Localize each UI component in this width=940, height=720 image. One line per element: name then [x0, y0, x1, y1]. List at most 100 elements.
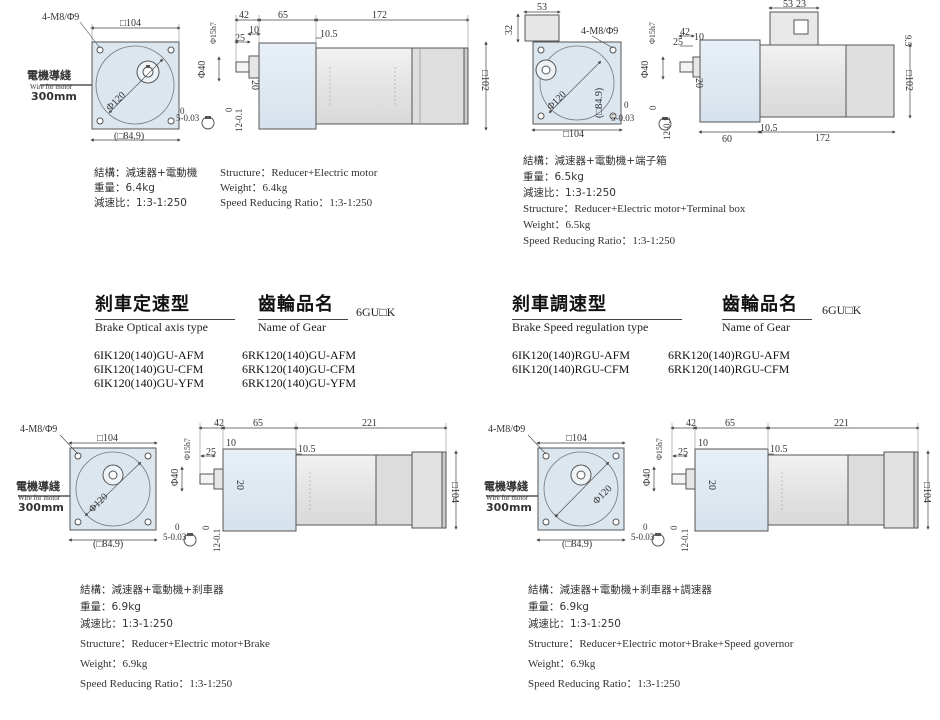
bottom-right-d10-5: 10.5: [770, 444, 788, 455]
model-rk: 6RK120(140)RGU-CFM: [668, 362, 790, 376]
top-left-wire-cn: 電機導綫: [27, 68, 71, 82]
bottom-left-d221: 221: [362, 418, 377, 429]
top-right-sq84: (□84.9): [594, 88, 605, 118]
bottom-left-key12-0: 0: [201, 525, 211, 530]
bottom-left-sq104b: □104: [449, 482, 460, 503]
bottom-right-side-view: 42 65 221 25 10 10.5 Φ15h7 Φ40 20 □104 0…: [631, 418, 932, 552]
top-left-d15h7: Φ15h7: [209, 22, 218, 44]
spec-structure-en: Structure：Reducer+Electric motor: [220, 167, 378, 179]
header-left-gear: 齒輪品名 Name of Gear: [258, 290, 348, 335]
top-left-d20: 20: [249, 80, 260, 90]
top-right-d9-5: 9.5: [903, 35, 913, 47]
spec-structure-cn: 結構：減速器+電動機: [94, 167, 198, 179]
bottom-left-bolt: 4-M8/Φ9: [20, 424, 57, 435]
bottom-right-d15h7: Φ15h7: [655, 438, 664, 460]
bottom-right-front-view: □104 4-M8/Φ9 (□84.9) Φ120 電機導綫 Wire for …: [484, 424, 626, 550]
top-left-sq104-label: □104: [120, 18, 141, 29]
spec-weight-en: Weight：6.4kg: [220, 182, 288, 194]
bottom-right-spec: 結構：減速器+電動機+刹車器+調速器 重量：6.9kg 減速比：1:3-1:25…: [528, 582, 793, 693]
top-left-key5: 5-0.03: [176, 113, 200, 123]
header-right-gear-cn: 齒輪品名: [722, 294, 798, 315]
bottom-left-d15h7: Φ15h7: [183, 438, 192, 460]
top-right-spec: 結構：減速器+電動機+端子箱 重量：6.5kg 減速比：1:3-1:250 St…: [523, 153, 745, 249]
header-left-gear-model: 6GU□K: [356, 305, 396, 319]
top-right-d32: 32: [504, 25, 515, 35]
bottom-left-side-view: 42 65 221 25 10 10.5 Φ15h7 Φ40 20 □104 0…: [163, 418, 460, 552]
bottom-left-front-view: □104 4-M8/Φ9 (□84.9) Φ120 電機導綫 Wire for …: [16, 424, 158, 550]
top-left-d65: 65: [278, 10, 288, 21]
spec-weight-en: Weight：6.9kg: [528, 658, 596, 670]
model-ik: 6IK120(140)RGU-AFM: [512, 348, 630, 362]
bottom-left-d20: 20: [234, 480, 245, 490]
top-right-d15h7: Φ15h7: [648, 22, 657, 44]
model-row: 6IK120(140)GU-AFM 6RK120(140)GU-AFM: [94, 348, 356, 362]
top-right-drawing: 53 32 4-M8/Φ9 Φ120 (□84.9) □104 53 23 9.…: [504, 0, 914, 145]
header-right-title-en: Brake Speed regulation type: [512, 320, 649, 334]
bottom-left-sq104: □104: [97, 433, 118, 444]
bottom-right-d42: 42: [686, 418, 696, 429]
top-left-key12-0: 0: [224, 107, 234, 112]
model-ik: 6IK120(140)GU-YFM: [94, 376, 204, 390]
top-right-d25: 25: [673, 37, 683, 48]
top-right-d23: 23: [796, 0, 806, 10]
top-left-wire-len: 300mm: [31, 90, 77, 103]
bottom-left-d10-5: 10.5: [298, 444, 316, 455]
model-ik: 6IK120(140)GU-CFM: [94, 362, 204, 376]
header-left-gear-cn: 齒輪品名: [258, 294, 334, 315]
spec-structure-cn: 結構：減速器+電動機+刹車器: [80, 584, 224, 596]
model-ik: 6IK120(140)GU-AFM: [94, 348, 204, 362]
bottom-right-sq84: (□84.9): [562, 539, 592, 550]
bottom-right-bolt: 4-M8/Φ9: [488, 424, 525, 435]
spec-structure-cn: 結構：減速器+電動機+刹車器+調速器: [528, 584, 712, 596]
top-right-d20: 20: [693, 78, 704, 88]
header-left-type: 刹車定速型 Brake Optical axis type: [95, 290, 235, 335]
bottom-left-drawing: □104 4-M8/Φ9 (□84.9) Φ120 電機導綫 Wire for …: [16, 418, 460, 552]
bottom-left-sq84: (□84.9): [93, 539, 123, 550]
top-left-sq84-label: (□84.9): [114, 131, 144, 142]
top-right-d53b: 53: [783, 0, 793, 10]
spec-weight-en: Weight：6.5kg: [523, 219, 591, 231]
header-right-type: 刹車調速型 Brake Speed regulation type: [512, 290, 682, 335]
bottom-right-d20: 20: [706, 480, 717, 490]
top-right-key0: 0: [624, 100, 629, 110]
top-left-d42: 42: [239, 10, 249, 21]
bottom-right-key0: 0: [643, 522, 648, 532]
top-left-sq102: □102: [479, 70, 490, 91]
spec-weight-en: Weight：6.9kg: [80, 658, 148, 670]
top-left-d40: Φ40: [197, 61, 208, 78]
bottom-left-key5: 5-0.03: [163, 532, 187, 542]
bottom-right-drawing: □104 4-M8/Φ9 (□84.9) Φ120 電機導綫 Wire for …: [484, 418, 932, 552]
bottom-left-wire-len: 300mm: [18, 501, 64, 514]
top-left-d10: 10: [249, 25, 259, 36]
bottom-right-d65: 65: [725, 418, 735, 429]
top-left-side-view: 42 65 172 25 10 10.5 Φ15h7 Φ40 20 □102 0…: [176, 10, 490, 132]
bottom-right-wire-len: 300mm: [486, 501, 532, 514]
top-left-key0: 0: [180, 106, 185, 116]
header-left-title-en: Brake Optical axis type: [95, 320, 208, 334]
header-left-title-cn: 刹車定速型: [95, 294, 190, 315]
bottom-right-d40: Φ40: [642, 469, 653, 486]
bottom-right-key12-0: 0: [669, 525, 679, 530]
top-left-bolt-label: 4-M8/Φ9: [42, 12, 79, 23]
bottom-right-wire-cn: 電機導綫: [484, 479, 528, 493]
model-rk: 6RK120(140)GU-AFM: [242, 348, 356, 362]
model-rk: 6RK120(140)GU-CFM: [242, 362, 356, 376]
bottom-left-d65: 65: [253, 418, 263, 429]
bottom-left-spec: 結構：減速器+電動機+刹車器 重量：6.9kg 減速比：1:3-1:250 St…: [80, 582, 270, 693]
header-right-gear: 齒輪品名 Name of Gear: [722, 290, 812, 335]
spec-weight-cn: 重量：6.5kg: [523, 171, 584, 183]
bottom-right-key12: 12-0.1: [680, 529, 690, 552]
top-right-d10: 10: [694, 32, 704, 43]
bottom-left-d40: Φ40: [170, 469, 181, 486]
spec-structure-en: Structure：Reducer+Electric motor+Brake+S…: [528, 638, 794, 650]
spec-ratio-cn: 減速比：1:3-1:250: [80, 618, 173, 630]
bottom-left-d25: 25: [206, 447, 216, 458]
spec-weight-cn: 重量：6.4kg: [94, 182, 155, 194]
top-right-key5: 5-0.03: [611, 113, 635, 123]
top-right-key12: 12-0.1: [662, 117, 672, 140]
